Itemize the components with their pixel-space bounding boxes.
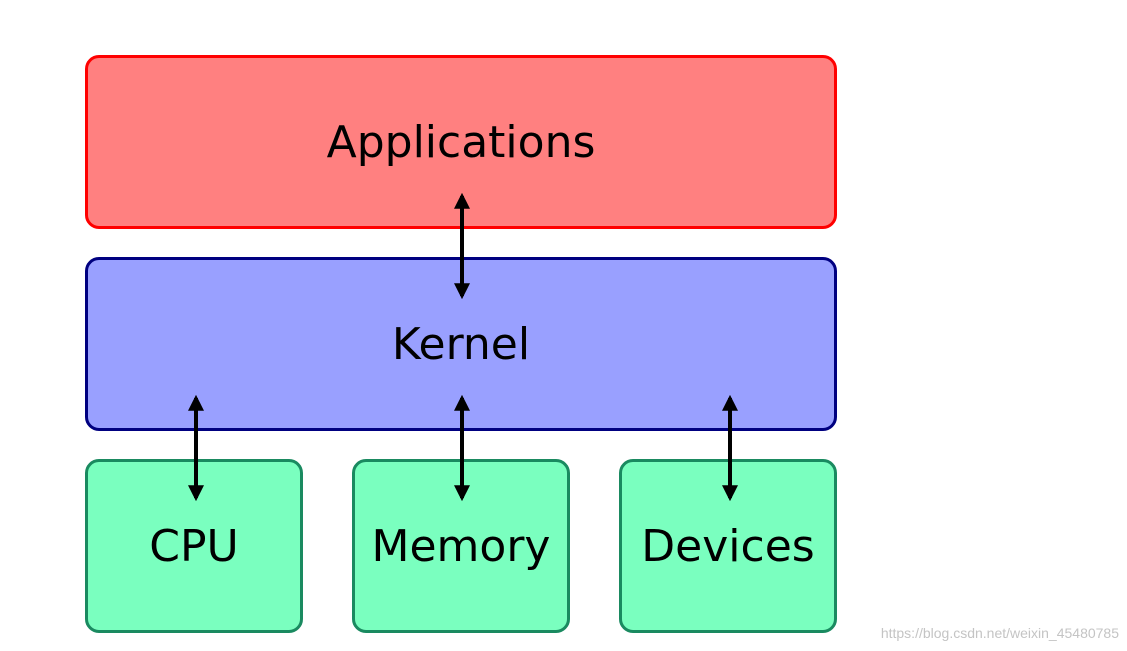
cpu-label: CPU (149, 520, 239, 572)
applications-layer: Applications (85, 55, 837, 229)
memory-label: Memory (371, 520, 551, 572)
watermark-text: https://blog.csdn.net/weixin_45480785 (880, 625, 1119, 641)
applications-label: Applications (326, 116, 596, 168)
kernel-label: Kernel (391, 318, 531, 370)
devices-label: Devices (641, 520, 815, 572)
kernel-layer: Kernel (85, 257, 837, 431)
cpu-box: CPU (85, 459, 303, 633)
memory-box: Memory (352, 459, 570, 633)
devices-box: Devices (619, 459, 837, 633)
